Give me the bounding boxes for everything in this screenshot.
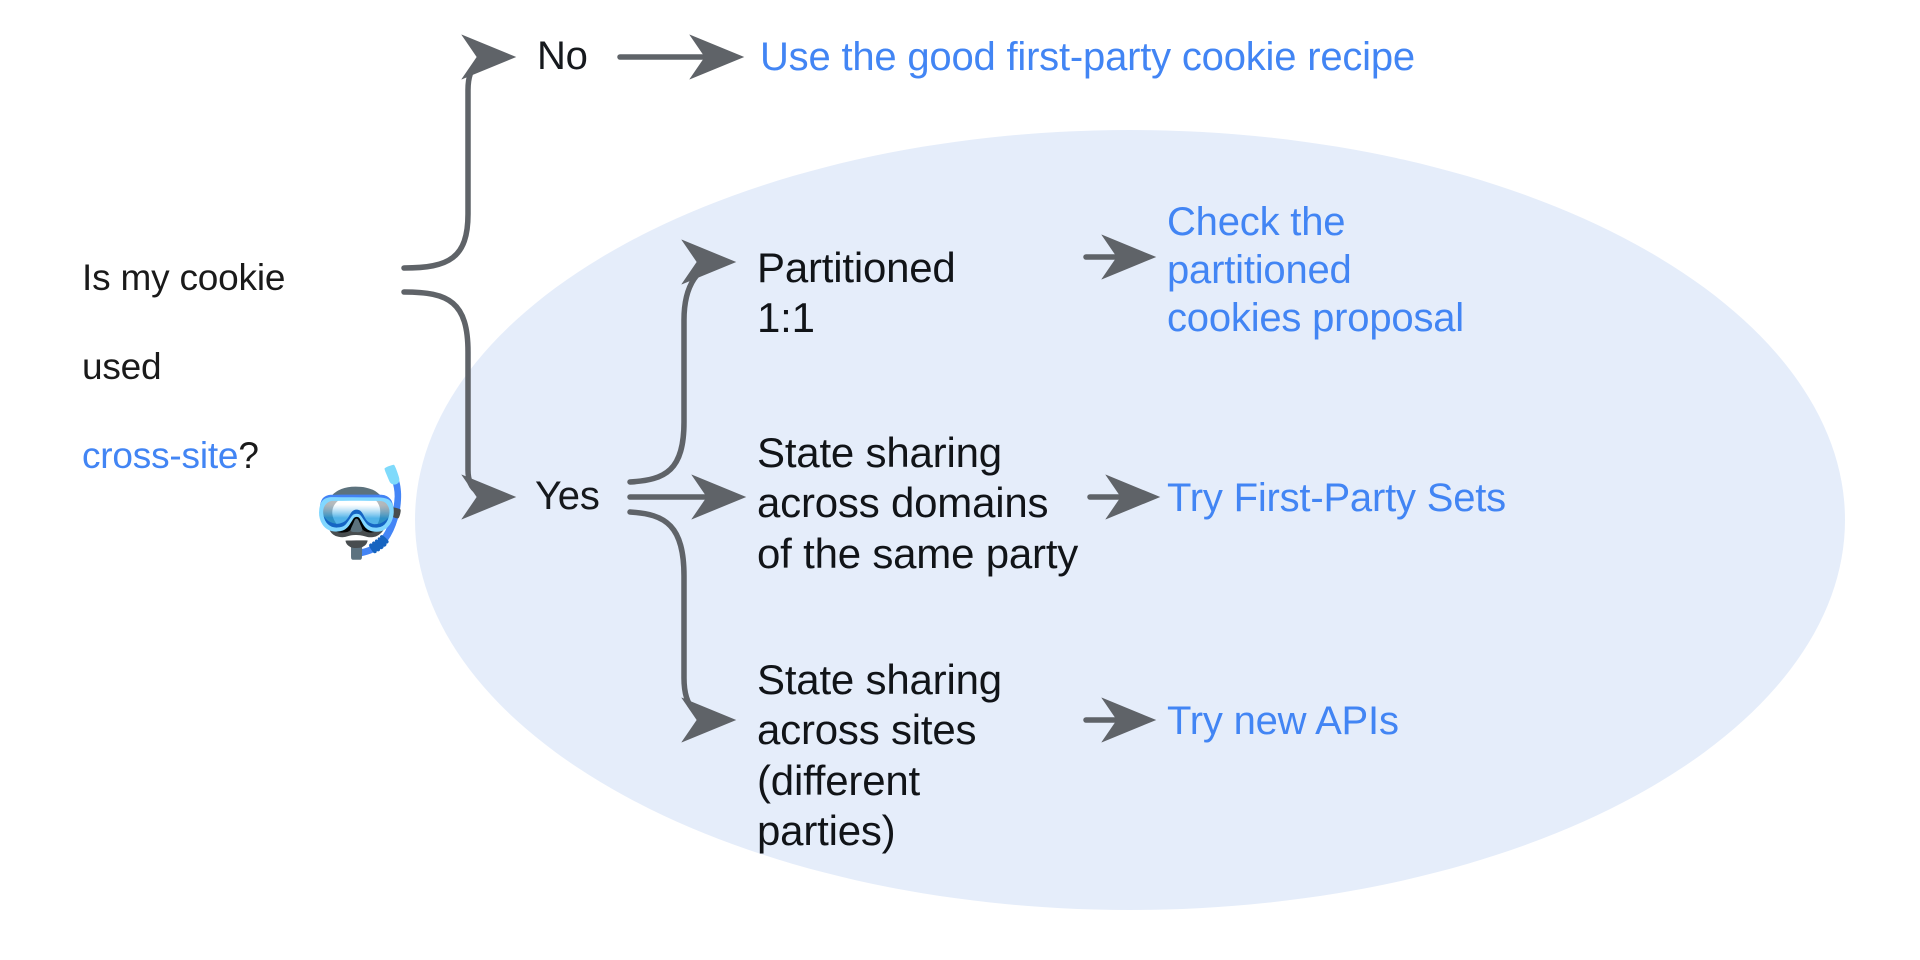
branch-answer-no: No <box>537 34 588 78</box>
result-link-first-party-sets[interactable]: Try First-Party Sets <box>1167 476 1506 520</box>
question-line-1: Is my cookie <box>82 257 286 299</box>
outcome-state-sharing-domains: State sharing across domains of the same… <box>757 429 1079 577</box>
diving-mask-icon: 🤿 <box>305 465 413 561</box>
outcome-partitioned-1to1: Partitioned 1:1 <box>757 244 956 342</box>
highlight-ellipse <box>415 130 1845 910</box>
result-link-try-new-apis[interactable]: Try new APIs <box>1167 699 1399 743</box>
question-mark: ? <box>238 434 259 476</box>
question-line-3: cross-site? <box>82 434 382 478</box>
question-line-2: used <box>82 346 162 388</box>
cross-site-link[interactable]: cross-site <box>82 434 239 476</box>
question-block: Is my cookie used cross-site? <box>82 212 382 523</box>
result-link-first-party-recipe[interactable]: Use the good first-party cookie recipe <box>760 35 1415 79</box>
outcome-state-sharing-sites: State sharing across sites (different pa… <box>757 656 1002 855</box>
branch-answer-yes: Yes <box>535 474 600 518</box>
result-link-partitioned-cookies-proposal[interactable]: Check the partitioned cookies proposal <box>1167 200 1464 340</box>
